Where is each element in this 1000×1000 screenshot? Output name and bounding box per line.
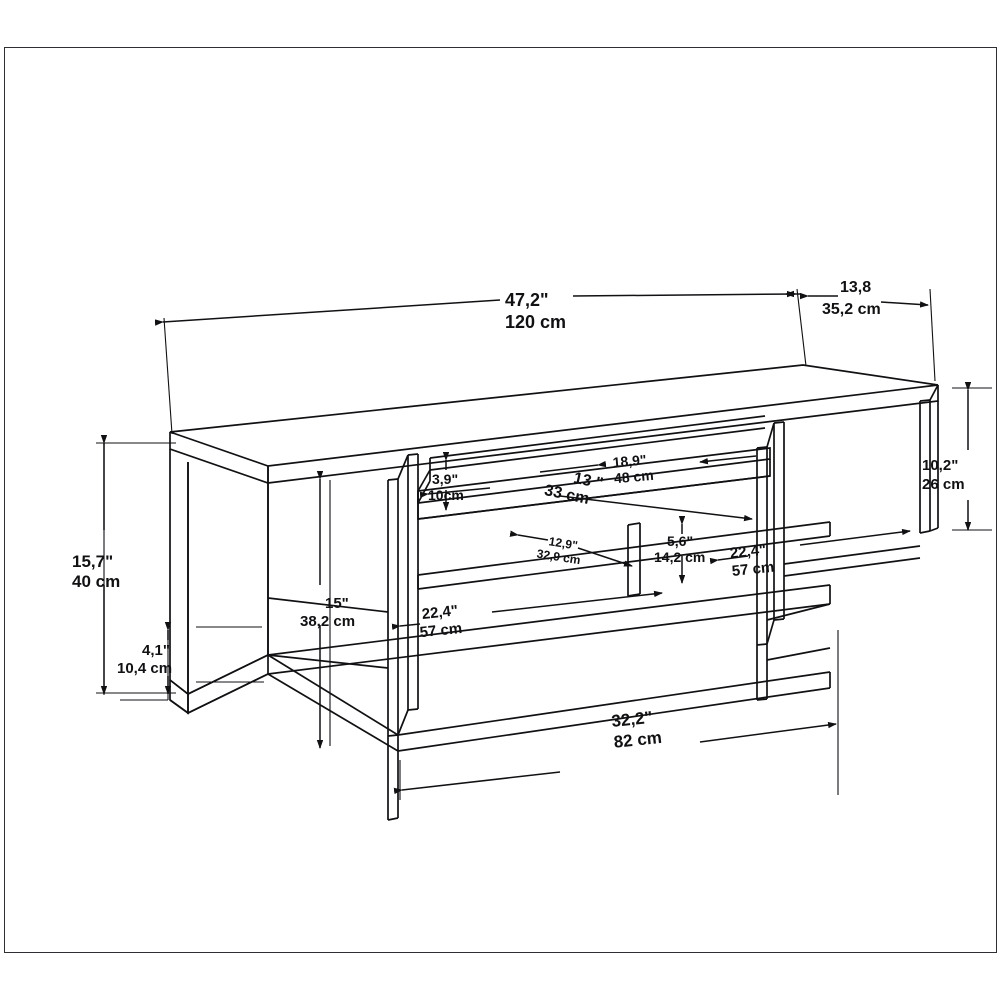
body-height-imperial: 15" bbox=[325, 595, 349, 612]
extension-lines bbox=[96, 288, 992, 800]
left-side-panel bbox=[169, 449, 269, 696]
dim-line-overall-width bbox=[154, 299, 501, 326]
lower-shelf-imperial: 22,4" bbox=[421, 602, 459, 623]
right-end-panel bbox=[919, 384, 939, 534]
overall-depth-metric: 35,2 cm bbox=[822, 301, 881, 318]
left-cabinet-shelf bbox=[267, 597, 389, 669]
label-base-frame: 32,2" 82 cm bbox=[611, 708, 663, 752]
furniture-body bbox=[169, 364, 939, 821]
overall-height-imperial: 15,7" bbox=[72, 552, 113, 571]
right-leg bbox=[756, 644, 768, 701]
base-frame-metric: 82 cm bbox=[613, 728, 663, 752]
leg-height-metric: 10,4 cm bbox=[117, 660, 172, 677]
left-plinth bbox=[169, 655, 269, 715]
base-frame bbox=[267, 584, 831, 752]
right-compartment-shelf bbox=[783, 545, 921, 577]
middle-niche-imperial: 13 " bbox=[572, 470, 605, 493]
label-body-height: 15" 38,2 cm bbox=[300, 595, 355, 630]
label-upper-niche: 18,9" 48 cm bbox=[612, 451, 654, 486]
right-height-imperial: 10,2" bbox=[922, 457, 958, 474]
label-right-shelf: 22,4" 57 cm bbox=[729, 541, 775, 580]
top-panel bbox=[169, 364, 939, 485]
overall-width-metric: 120 cm bbox=[505, 312, 566, 332]
front-left-leg bbox=[387, 735, 399, 821]
leg-height-imperial: 4,1" bbox=[142, 642, 170, 659]
base-frame-right-corner bbox=[766, 603, 831, 661]
overall-width-imperial: 47,2" bbox=[505, 290, 549, 310]
label-overall-width: 47,2" 120 cm bbox=[505, 290, 566, 332]
lower-niche-w-metric: 32,9 cm bbox=[536, 547, 582, 568]
top-gap-metric: 10cm bbox=[428, 487, 464, 503]
label-leg-height: 4,1" 10,4 cm bbox=[117, 642, 172, 677]
body-height-metric: 38,2 cm bbox=[300, 613, 355, 630]
label-lower-shelf: 22,4" 57 cm bbox=[419, 602, 463, 641]
lower-niche-h-metric: 14,2 cm bbox=[654, 549, 705, 565]
upper-niche-imperial: 18,9" bbox=[612, 451, 647, 470]
lower-niche-w-imperial: 12,9" bbox=[548, 534, 579, 552]
right-shelf-metric: 57 cm bbox=[731, 559, 775, 580]
label-lower-niche-height: 5,6" 14,2 cm bbox=[654, 533, 705, 565]
label-top-gap: 3,9" 10cm bbox=[428, 471, 464, 503]
center-divider-post bbox=[627, 522, 641, 597]
label-right-height: 10,2" 26 cm bbox=[922, 457, 965, 493]
label-overall-height: 15,7" 40 cm bbox=[72, 552, 120, 591]
lower-niche-h-imperial: 5,6" bbox=[667, 533, 693, 549]
base-frame-imperial: 32,2" bbox=[611, 708, 654, 731]
label-lower-niche-width: 12,9" 32,9 cm bbox=[536, 534, 582, 568]
left-divider-panel bbox=[387, 453, 419, 737]
right-shelf-imperial: 22,4" bbox=[729, 541, 767, 562]
top-gap-imperial: 3,9" bbox=[432, 471, 458, 487]
center-upper-shelf bbox=[417, 447, 771, 520]
overall-depth-imperial: 13,8 bbox=[840, 279, 871, 296]
lower-shelf-metric: 57 cm bbox=[419, 620, 463, 641]
right-height-metric: 26 cm bbox=[922, 476, 965, 493]
center-lower-shelf bbox=[417, 521, 831, 590]
center-niche-back-edge bbox=[429, 415, 766, 471]
dimension-labels: 47,2" 120 cm 13,8 35,2 cm 15,7" 40 cm 4,… bbox=[72, 279, 965, 752]
dimension-lines bbox=[96, 288, 992, 800]
label-overall-depth: 13,8 35,2 cm bbox=[822, 279, 881, 318]
upper-niche-metric: 48 cm bbox=[613, 467, 654, 486]
overall-height-metric: 40 cm bbox=[72, 572, 120, 591]
